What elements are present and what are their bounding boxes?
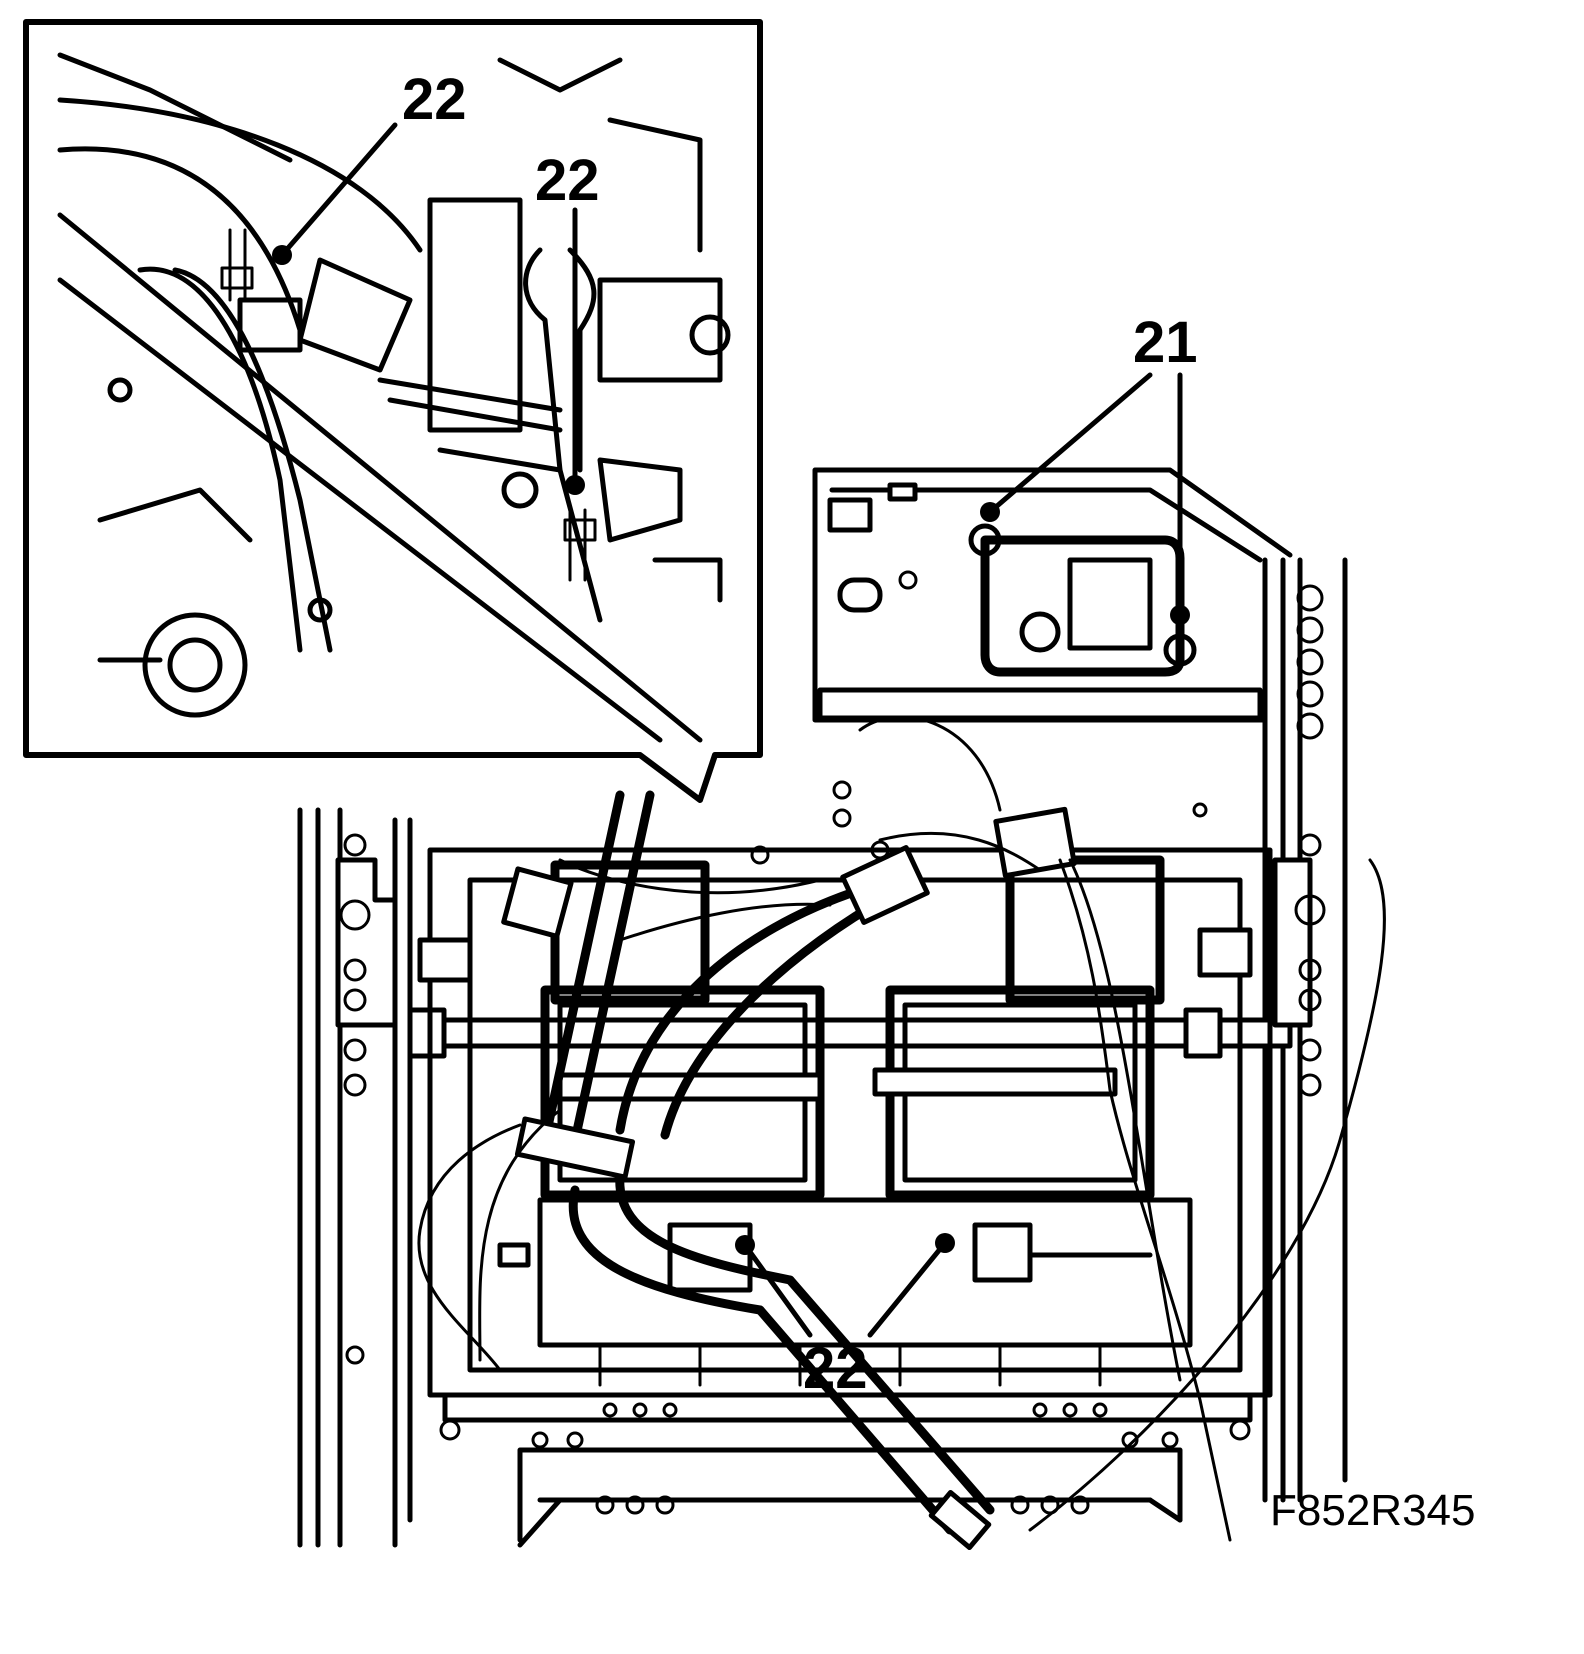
- leader-dot: [935, 1233, 955, 1253]
- callout-21: 21: [1133, 310, 1198, 375]
- callout-22-inset-right: 22: [535, 148, 600, 213]
- detail-inset: [23, 19, 763, 803]
- leader-dot: [735, 1235, 755, 1255]
- leader-dot: [980, 502, 1000, 522]
- leader-dot: [272, 245, 292, 265]
- figure-code: F852R345: [1270, 1486, 1475, 1535]
- leader-dot: [1170, 605, 1190, 625]
- callout-22-bottom: 22: [803, 1336, 868, 1401]
- wiring-harness: [417, 715, 1386, 1551]
- part-21-bracket: [968, 523, 1197, 677]
- callout-22-inset-left: 22: [402, 67, 467, 132]
- seat-frame: [297, 467, 1348, 1548]
- leader-dot: [565, 475, 585, 495]
- leader-lines: [272, 122, 1190, 1338]
